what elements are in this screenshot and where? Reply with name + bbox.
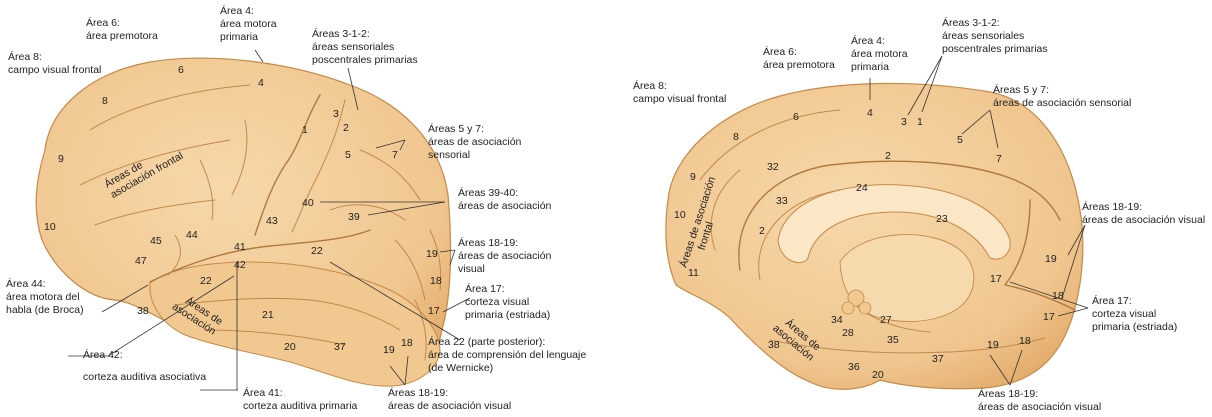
med-num: 27 — [880, 314, 892, 326]
lat-num: 20 — [284, 341, 296, 353]
med-label-area17: Área 17: corteza visual primaria (estria… — [1092, 294, 1177, 333]
lat-num: 19 — [426, 248, 438, 260]
med-num: 34 — [831, 314, 843, 326]
lat-num: 17 — [428, 305, 440, 317]
med-num: 8 — [733, 131, 739, 143]
lateral-brain-view — [36, 58, 450, 386]
lat-num: 18 — [430, 275, 442, 287]
med-num: 24 — [856, 182, 868, 194]
med-num: 33 — [776, 195, 788, 207]
lat-num: 39 — [348, 211, 360, 223]
med-num: 4 — [867, 107, 873, 119]
lat-label-area3940: Áreas 39-40: áreas de asociación — [458, 186, 552, 212]
med-num: 17 — [1043, 311, 1055, 323]
lat-label-area6: Área 6: área premotora — [86, 16, 158, 42]
lat-label-area42: Área 42: corteza auditiva asociativa — [83, 348, 206, 383]
lat-num: 3 — [333, 108, 339, 120]
med-label-area4: Área 4: área motora primaria — [851, 34, 911, 73]
med-num: 37 — [932, 353, 944, 365]
med-num: 18 — [1019, 335, 1031, 347]
lat-num: 7 — [392, 149, 398, 161]
lat-num: 44 — [186, 229, 198, 241]
lat-num: 2 — [343, 122, 349, 134]
lat-label-area8: Área 8: campo visual frontal — [8, 50, 101, 76]
lat-num: 19 — [383, 344, 395, 356]
lat-num: 45 — [150, 235, 162, 247]
med-num: 7 — [996, 153, 1002, 165]
med-label-area312: Áreas 3-1-2: áreas sensoriales poscentra… — [942, 16, 1048, 55]
lat-num: 37 — [334, 341, 346, 353]
med-num: 38 — [768, 339, 780, 351]
med-num: 35 — [887, 334, 899, 346]
lat-label-area22: Área 22 (parte posterior): área de compr… — [428, 335, 589, 374]
lat-label-area4: Área 4: área motora primaria — [220, 4, 280, 43]
lat-num: 18 — [401, 337, 413, 349]
lat-num: 47 — [135, 255, 147, 267]
lat-label-area57: Áreas 5 y 7: áreas de asociación sensori… — [428, 122, 524, 161]
med-num: 32 — [767, 161, 779, 173]
lat-num: 4 — [258, 77, 264, 89]
med-num: 5 — [957, 134, 963, 146]
med-num: 17 — [990, 273, 1002, 285]
med-num: 1 — [917, 116, 923, 128]
lat-label-area44: Área 44: área motora del habla (de Broca… — [6, 277, 84, 316]
lat-num: 6 — [178, 64, 184, 76]
med-label-area6: Área 6: área premotora — [763, 45, 835, 71]
med-num: 20 — [872, 369, 884, 381]
lat-num: 8 — [102, 95, 108, 107]
lat-label-area41: Área 41: corteza auditiva primaria — [243, 386, 358, 412]
lat-num: 38 — [137, 305, 149, 317]
med-num: 11 — [688, 267, 699, 279]
lat-num: 10 — [44, 221, 56, 233]
med-num: 2 — [885, 150, 891, 162]
lat-num: 5 — [345, 149, 351, 161]
lat-num: 40 — [302, 197, 314, 209]
lat-num: 22 — [311, 245, 323, 257]
med-num: 2 — [759, 225, 765, 237]
med-num: 3 — [901, 116, 907, 128]
lat-num: 21 — [262, 309, 274, 321]
lat-num: 41 — [234, 241, 246, 253]
med-label-area1819: Áreas 18-19: áreas de asociación visual — [1082, 200, 1205, 226]
med-num: 23 — [936, 213, 948, 225]
med-num: 10 — [674, 209, 686, 221]
med-num: 9 — [690, 171, 696, 183]
med-num: 19 — [1045, 253, 1057, 265]
med-num: 19 — [987, 339, 999, 351]
lat-num: 9 — [58, 153, 64, 165]
med-label-area8: Área 8: campo visual frontal — [633, 79, 726, 105]
lat-label-area312: Áreas 3-1-2: áreas sensoriales poscentra… — [312, 27, 418, 66]
lat-label-area1819-bottom: Áreas 18-19: áreas de asociación visual — [388, 386, 511, 412]
lat-num: 1 — [302, 124, 308, 136]
lat-num: 42 — [234, 259, 246, 271]
med-label-area1819-bottom: Áreas 18-19: áreas de asociación visual — [978, 387, 1101, 413]
med-num: 28 — [842, 327, 854, 339]
lat-num: 43 — [266, 215, 278, 227]
lat-num: 22 — [200, 275, 212, 287]
med-num: 6 — [793, 111, 799, 123]
med-num: 18 — [1052, 290, 1064, 302]
lat-label-area1819: Áreas 18-19: áreas de asociación visual — [458, 236, 554, 275]
med-num: 36 — [848, 361, 860, 373]
lat-label-area17: Área 17: corteza visual primaria (estria… — [465, 282, 550, 321]
med-label-area57: Áreas 5 y 7: áreas de asociación sensori… — [993, 83, 1131, 109]
